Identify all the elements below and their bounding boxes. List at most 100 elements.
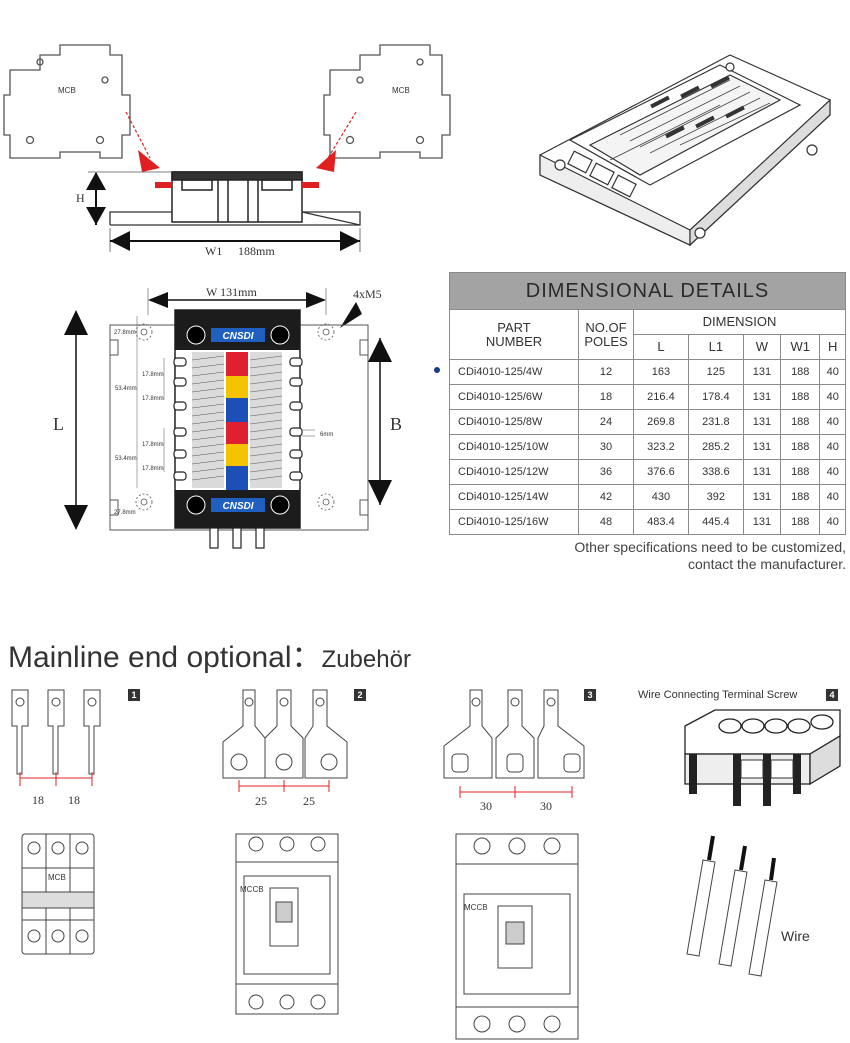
cell-l1: 231.8 <box>687 409 744 435</box>
width-label: W1 <box>205 244 222 258</box>
option-badge-1: 1 <box>128 689 140 701</box>
mcb-right-label: MCB <box>392 86 410 95</box>
cell-w1: 188 <box>780 409 821 435</box>
dim-6: 6mm <box>320 432 333 438</box>
cell-w1: 188 <box>780 434 821 460</box>
cell-part: CDi4010-125/14W <box>449 484 579 510</box>
dim-27-bottom: 27.8mm <box>114 510 136 516</box>
cell-w1: 188 <box>780 384 821 410</box>
cell-h: 40 <box>819 459 846 485</box>
cell-w1: 188 <box>780 459 821 485</box>
wires-illustration <box>686 835 778 977</box>
brand-badge-bottom <box>211 498 265 512</box>
cell-part: CDi4010-125/8W <box>449 409 579 435</box>
wire-label: Wire <box>781 928 810 944</box>
col-h: H <box>819 334 846 360</box>
cell-poles: 42 <box>578 484 634 510</box>
table-row: CDi4010-125/4W 12 163 125 131 188 40 <box>449 359 846 385</box>
cell-l: 376.6 <box>633 459 689 485</box>
opt2-dim-a: 25 <box>255 794 267 808</box>
cell-h: 40 <box>819 434 846 460</box>
section-title: Mainline end optional： <box>8 641 322 674</box>
cell-poles: 18 <box>578 384 634 410</box>
cell-l1: 178.4 <box>687 384 744 410</box>
mccb-2-label: MCCB <box>464 903 488 912</box>
screw-label: 4xM5 <box>353 287 382 301</box>
cell-w: 131 <box>742 459 782 485</box>
b-label: B <box>390 414 402 434</box>
mccb-device-1-illustration: MCCB <box>235 833 339 1015</box>
mcb-device-label: MCB <box>48 873 66 882</box>
opt3-dim-a: 30 <box>480 799 492 813</box>
section-subtitle: Zubehör <box>321 646 411 673</box>
cell-h: 40 <box>819 359 846 385</box>
cell-part: CDi4010-125/10W <box>449 434 579 460</box>
brand-text-bottom: CNSDI <box>222 501 253 512</box>
mcb-device-illustration: MCB <box>21 833 95 955</box>
cell-l: 269.8 <box>633 409 689 435</box>
height-label: H <box>76 191 85 205</box>
cell-poles: 36 <box>578 459 634 485</box>
option-badge-3: 3 <box>584 689 596 701</box>
cell-part: CDi4010-125/4W <box>449 359 579 385</box>
plan-width-label: W 131mm <box>206 285 257 299</box>
arrow-left-icon <box>138 150 160 172</box>
width-value: 188mm <box>238 244 275 258</box>
cell-part: CDi4010-125/16W <box>449 509 579 535</box>
mcb-right-outline <box>323 44 451 159</box>
mcb-left-label: MCB <box>58 86 76 95</box>
option-badge-4: 4 <box>826 689 838 701</box>
col-l1: L1 <box>687 334 744 360</box>
cell-l: 323.2 <box>633 434 689 460</box>
cell-w1: 188 <box>780 359 821 385</box>
cell-h: 40 <box>819 409 846 435</box>
cell-l1: 392 <box>687 484 744 510</box>
cell-w1: 188 <box>780 484 821 510</box>
terminal-block-illustration <box>684 709 841 806</box>
option-3-terminals: 30 30 <box>443 689 585 813</box>
mcb-left-outline <box>3 44 131 159</box>
mccb-1-label: MCCB <box>240 885 264 894</box>
dim-53-bottom: 53.4mm <box>115 456 137 462</box>
cell-l1: 445.4 <box>687 509 744 535</box>
side-view-diagram: MCB MCB H W1 188mm <box>3 44 451 258</box>
table-row: CDi4010-125/14W 42 430 392 131 188 40 <box>449 484 846 510</box>
col-w1: W1 <box>780 334 821 360</box>
cell-poles: 24 <box>578 409 634 435</box>
cell-l: 216.4 <box>633 384 689 410</box>
cell-h: 40 <box>819 484 846 510</box>
opt1-dim-b: 18 <box>68 793 80 807</box>
cell-h: 40 <box>819 509 846 535</box>
table-row: CDi4010-125/6W 18 216.4 178.4 131 188 40 <box>449 384 846 410</box>
dim-178-a: 17.8mm <box>142 372 164 378</box>
cell-w: 131 <box>742 384 782 410</box>
cell-poles: 48 <box>578 509 634 535</box>
busbar-block <box>171 171 303 223</box>
dim-27-top: 27.8mm <box>114 330 136 336</box>
mccb-device-2-illustration: MCCB <box>455 833 579 1040</box>
cell-l1: 285.2 <box>687 434 744 460</box>
option-2-terminals: 25 25 <box>222 689 348 808</box>
cell-l1: 338.6 <box>687 459 744 485</box>
custom-spec-note: Other specifications need to be customiz… <box>574 539 846 555</box>
option-badge-2: 2 <box>354 689 366 701</box>
col-w: W <box>742 334 782 360</box>
option-1-terminals: 18 18 <box>11 689 101 807</box>
col-dimension: DIMENSION <box>633 309 846 335</box>
col-l: L <box>633 334 689 360</box>
arrow-right-icon <box>316 150 336 172</box>
cell-h: 40 <box>819 384 846 410</box>
dim-178-d: 17.8mm <box>142 466 164 472</box>
cell-part: CDi4010-125/12W <box>449 459 579 485</box>
cell-poles: 30 <box>578 434 634 460</box>
cell-w: 131 <box>742 509 782 535</box>
busbar-3d-illustration <box>539 54 831 247</box>
cell-w: 131 <box>742 484 782 510</box>
dim-178-b: 17.8mm <box>142 396 164 402</box>
table-row: CDi4010-125/10W 30 323.2 285.2 131 188 4… <box>449 434 846 460</box>
wire-terminal-title: Wire Connecting Terminal Screw <box>638 689 798 701</box>
section-heading: Mainline end optional：Zubehör <box>8 632 411 676</box>
